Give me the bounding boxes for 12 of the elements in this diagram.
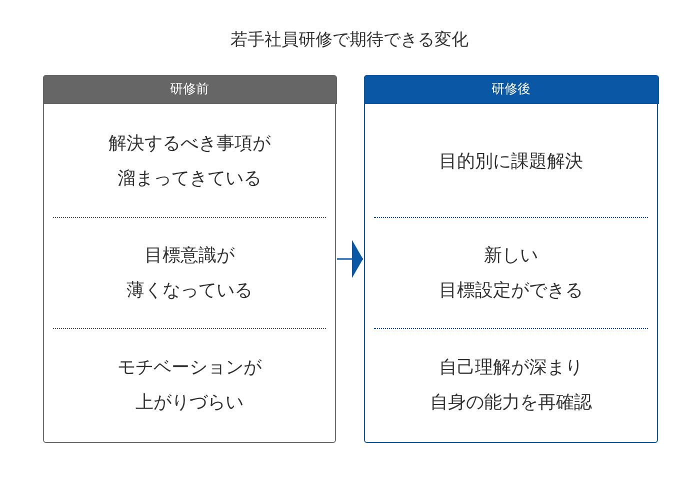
panel-header: 研修後 xyxy=(364,74,658,104)
statement-text: 解決するべき事項が溜まってきている xyxy=(108,126,270,196)
panel-header: 研修前 xyxy=(42,74,336,104)
statement-text: 目的別に課題解決 xyxy=(439,144,583,178)
comparison-panel xyxy=(364,75,658,443)
statement-text: 自己理解が深まり自身の能力を再確認 xyxy=(430,350,592,420)
diagram-title: 若手社員研修で期待できる変化 xyxy=(230,29,468,51)
statement-text: 目標意識が薄くなっている xyxy=(126,238,252,308)
statement-text: 新しい目標設定ができる xyxy=(439,238,583,308)
chevron-arrow xyxy=(337,240,363,278)
statement-text: モチベーションが上がりづらい xyxy=(118,350,262,420)
comparison-panel xyxy=(43,75,336,443)
